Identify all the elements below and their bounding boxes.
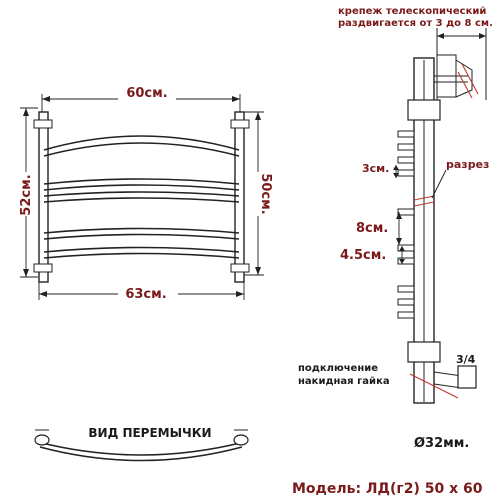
cut-label: разрез: [446, 158, 489, 171]
width-top-dimension: 60см.: [41, 84, 241, 120]
gap-large-label: 8см.: [356, 221, 388, 236]
jumper-view: ВИД ПЕРЕМЫЧКИ: [34, 426, 249, 462]
bracket-label-line2: раздвигается от 3 до 8 см.: [338, 18, 493, 29]
width-bottom-label: 63см.: [125, 287, 166, 302]
gap-medium-dimension: 4.5см.: [340, 246, 405, 264]
model-label: Модель: ЛД(г2) 50 х 60: [292, 481, 483, 497]
gap-medium-label: 4.5см.: [340, 248, 386, 263]
jumper-view-label: ВИД ПЕРЕМЫЧКИ: [88, 426, 211, 440]
thread-label: 3/4: [456, 353, 476, 366]
height-right-label: 50см.: [258, 173, 273, 214]
horizontal-bars: [43, 135, 240, 259]
height-left-label: 52см.: [19, 174, 34, 215]
spacing-small-label: 3см.: [362, 162, 389, 175]
bracket-label-line1: крепеж телескопический: [338, 6, 486, 17]
right-vertical-pipe: [234, 111, 245, 283]
height-right-dimension: 50см.: [244, 111, 273, 276]
width-top-label: 60см.: [126, 86, 167, 101]
height-left-dimension: 52см.: [19, 107, 38, 278]
front-view: 60см.: [19, 84, 273, 302]
connection-label-line1: подключение: [298, 363, 378, 374]
connection-label-line2: накидная гайка: [298, 376, 390, 387]
side-view: крепеж телескопический раздвигается от 3…: [298, 6, 493, 451]
gap-large-dimension: 8см.: [356, 212, 402, 245]
bar-stubs: [397, 130, 415, 319]
left-vertical-pipe: [38, 111, 49, 283]
diameter-label: Ø32мм.: [414, 436, 469, 451]
spacing-small-dimension: 3см.: [362, 162, 399, 178]
width-bottom-dimension: 63см.: [38, 282, 245, 302]
